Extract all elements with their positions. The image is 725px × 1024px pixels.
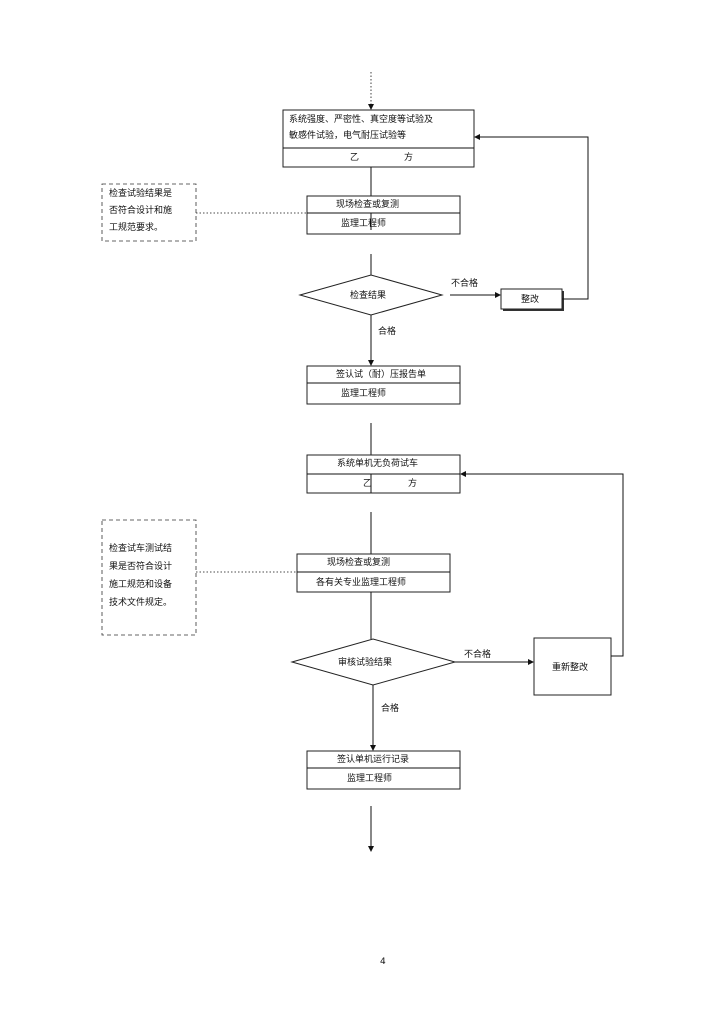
arrowhead-icon (370, 745, 376, 751)
note1-line2: 否符合设计和施 (109, 204, 172, 216)
note2-line1: 检查试车测试结 (109, 542, 172, 554)
decision2-fail-label: 不合格 (464, 648, 491, 660)
note2-line2: 果是否符合设计 (109, 560, 172, 572)
decision2-pass-label: 合格 (381, 702, 399, 714)
feedback-loop-1 (480, 136, 589, 300)
decision1-fail-label: 不合格 (451, 277, 478, 289)
page-number: 4 (380, 957, 386, 967)
fix2-box: 重新整改 (533, 637, 612, 696)
step4-role: 乙 方 (363, 477, 417, 489)
step1-line1: 系统强度、严密性、真空度等试验及 (289, 113, 433, 125)
note1-line3: 工规范要求。 (109, 221, 163, 233)
note2-box: 检查试车测试结 果是否符合设计 施工规范和设备 技术文件规定。 (101, 519, 197, 636)
step4-action: 系统单机无负荷试车 (337, 457, 418, 469)
step1-box: 系统强度、严密性、真空度等试验及 敏感件试验，电气耐压试验等 乙 方 (282, 109, 475, 168)
decision1-label: 检查结果 (350, 289, 386, 301)
feedback-loop-2 (466, 473, 624, 657)
step6-role: 监理工程师 (347, 772, 392, 784)
arrowhead-icon (368, 846, 374, 852)
fix1-box: 整改 (500, 288, 564, 311)
step6-action: 签认单机运行记录 (337, 753, 409, 765)
step3-action: 签认试（耐）压报告单 (336, 368, 426, 380)
decision1-diamond: 检查结果 (298, 274, 444, 316)
step1-role: 乙 方 (350, 151, 413, 163)
step4-box: 系统单机无负荷试车 乙 方 (306, 454, 461, 494)
fix1-label: 整改 (521, 293, 539, 305)
decision2-diamond: 审核试验结果 (290, 638, 457, 686)
step5-role: 各有关专业监理工程师 (316, 576, 406, 588)
arrowhead-icon (460, 471, 466, 477)
arrowhead-icon (368, 360, 374, 366)
decision1-pass-label: 合格 (378, 325, 396, 337)
step2-action: 现场检查或复测 (336, 198, 399, 210)
fix2-label: 重新整改 (552, 661, 588, 673)
step2-box: 现场检查或复测 监理工程师 (306, 195, 461, 235)
step6-box: 签认单机运行记录 监理工程师 (306, 750, 461, 790)
note2-line4: 技术文件规定。 (109, 596, 172, 608)
arrowhead-icon (474, 134, 480, 140)
step1-line2: 敏感件试验，电气耐压试验等 (289, 129, 406, 141)
step2-role: 监理工程师 (341, 217, 386, 229)
step5-box: 现场检查或复测 各有关专业监理工程师 (296, 553, 451, 593)
note1-line1: 检查试验结果是 (109, 187, 172, 199)
step3-box: 签认试（耐）压报告单 监理工程师 (306, 365, 461, 405)
note2-line3: 施工规范和设备 (109, 578, 172, 590)
step5-action: 现场检查或复测 (327, 556, 390, 568)
arrowhead-icon (528, 659, 534, 665)
decision2-label: 审核试验结果 (338, 656, 392, 668)
arrowhead-icon (368, 104, 374, 110)
note1-box: 检查试验结果是 否符合设计和施 工规范要求。 (101, 183, 197, 242)
step3-role: 监理工程师 (341, 387, 386, 399)
arrowhead-icon (495, 292, 501, 298)
